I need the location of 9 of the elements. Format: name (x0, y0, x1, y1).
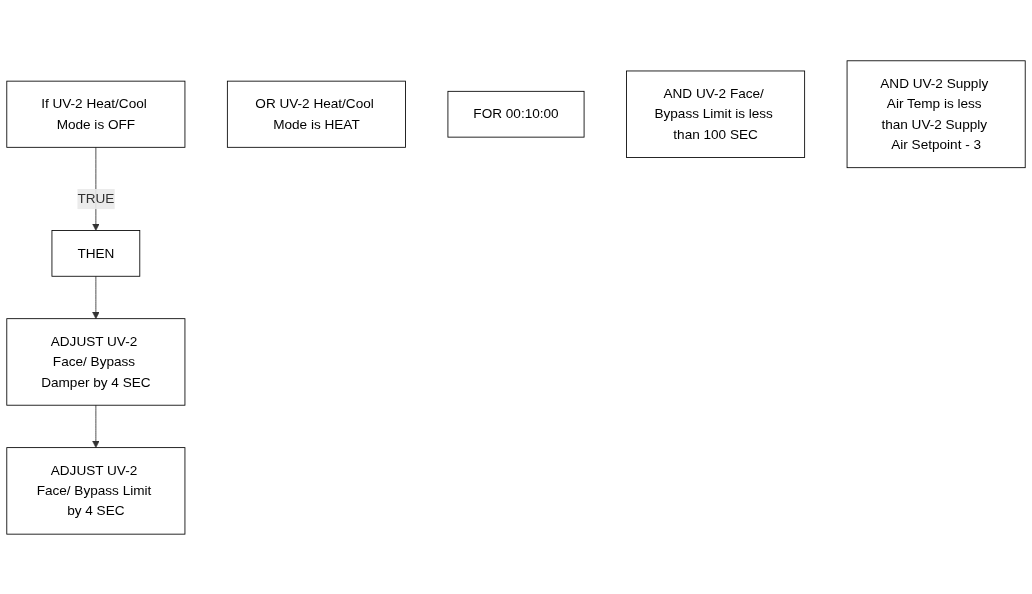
node-box: THEN (51, 229, 141, 277)
edge-label: TRUE (77, 190, 115, 206)
node-box: AND UV-2 Supply Air Temp is less than UV-2 Supply Air Setpoint - 3 (846, 59, 1026, 168)
node-box: ADJUST UV-2 Face/ Bypass Damper by 4 SEC (6, 317, 186, 406)
node-box: If UV-2 Heat/Cool Mode is OFF (6, 80, 186, 148)
node-box: OR UV-2 Heat/Cool Mode is HEAT (226, 80, 406, 148)
node-box: ADJUST UV-2 Face/ Bypass Limit by 4 SEC (6, 446, 186, 535)
node-box: FOR 00:10:00 (447, 90, 585, 138)
node-box: AND UV-2 Face/ Bypass Limit is less than 100 SEC (626, 70, 806, 158)
